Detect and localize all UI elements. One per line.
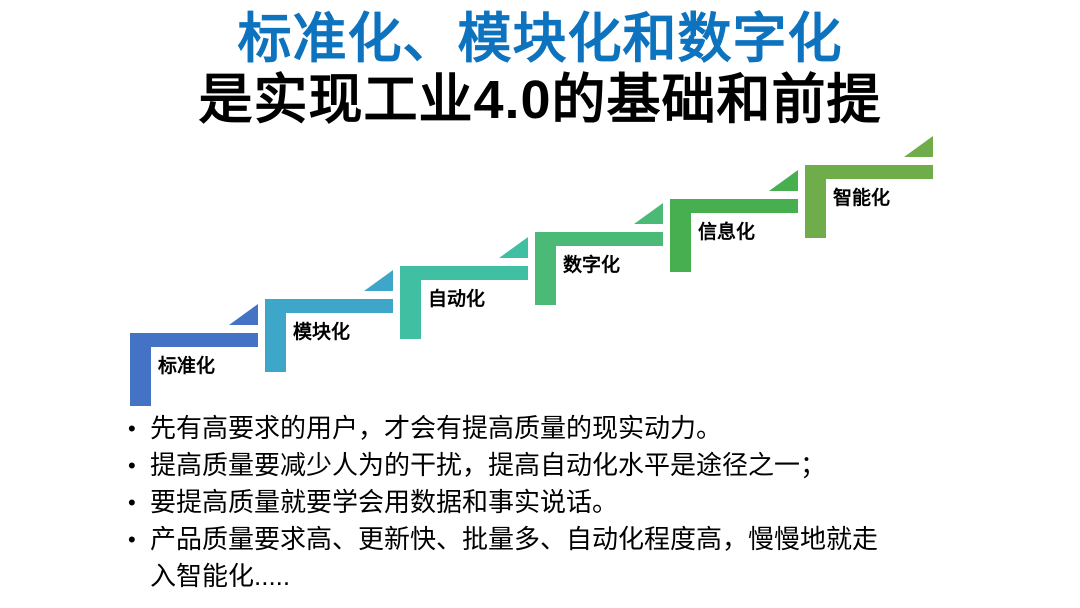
step-label: 信息化 (698, 222, 756, 243)
step-triangle-icon (904, 136, 933, 157)
bullet-item: • 产品质量要求高、更新快、批量多、自动化程度高，慢慢地就走入智能化..... (128, 521, 928, 595)
bullet-marker: • (128, 490, 136, 515)
step-vertical-bar (265, 299, 286, 372)
staircase-step: 数字化 (535, 203, 670, 335)
step-vertical-bar (670, 199, 691, 272)
step-label: 智能化 (833, 188, 891, 209)
step-triangle-icon (634, 203, 663, 224)
staircase-step: 模块化 (265, 270, 400, 402)
slide-title-line2: 是实现工业4.0的基础和前提 (198, 70, 882, 130)
bullet-item: • 要提高质量就要学会用数据和事实说话。 (128, 484, 928, 521)
step-label: 自动化 (428, 289, 486, 310)
bullet-marker: • (128, 453, 136, 478)
step-label: 模块化 (293, 322, 351, 343)
step-label: 标准化 (158, 356, 216, 377)
bullet-marker: • (128, 527, 136, 552)
bullet-text: 提高质量要减少人为的干扰，提高自动化水平是途径之一； (150, 450, 827, 480)
slide-title-line1: 标准化、模块化和数字化 (237, 9, 843, 69)
step-vertical-bar (400, 266, 421, 339)
bullet-marker: • (128, 416, 136, 441)
slide-title: 标准化、模块化和数字化 是实现工业4.0的基础和前提 (0, 8, 1080, 130)
step-label: 数字化 (563, 255, 621, 276)
bullet-item: • 先有高要求的用户，才会有提高质量的现实动力。 (128, 410, 928, 447)
step-horizontal-bar (265, 299, 393, 313)
step-triangle-icon (364, 270, 393, 291)
step-vertical-bar (535, 232, 556, 305)
bullet-item: • 提高质量要减少人为的干扰，提高自动化水平是途径之一； (128, 447, 928, 484)
staircase-step: 信息化 (670, 170, 805, 302)
staircase-step: 自动化 (400, 237, 535, 369)
step-horizontal-bar (805, 165, 933, 179)
bullet-text: 产品质量要求高、更新快、批量多、自动化程度高，慢慢地就走入智能化..... (150, 524, 879, 591)
step-vertical-bar (805, 165, 826, 238)
step-horizontal-bar (400, 266, 528, 280)
bullet-text: 要提高质量就要学会用数据和事实说话。 (150, 487, 619, 517)
staircase-step: 智能化 (805, 136, 940, 268)
bullet-list: • 先有高要求的用户，才会有提高质量的现实动力。 • 提高质量要减少人为的干扰，… (128, 410, 928, 595)
step-vertical-bar (130, 333, 151, 406)
bullet-text: 先有高要求的用户，才会有提高质量的现实动力。 (150, 413, 723, 443)
step-horizontal-bar (130, 333, 258, 347)
step-triangle-icon (229, 304, 258, 325)
step-triangle-icon (499, 237, 528, 258)
step-horizontal-bar (670, 199, 798, 213)
step-horizontal-bar (535, 232, 663, 246)
step-triangle-icon (769, 170, 798, 191)
staircase-step: 标准化 (130, 304, 265, 436)
